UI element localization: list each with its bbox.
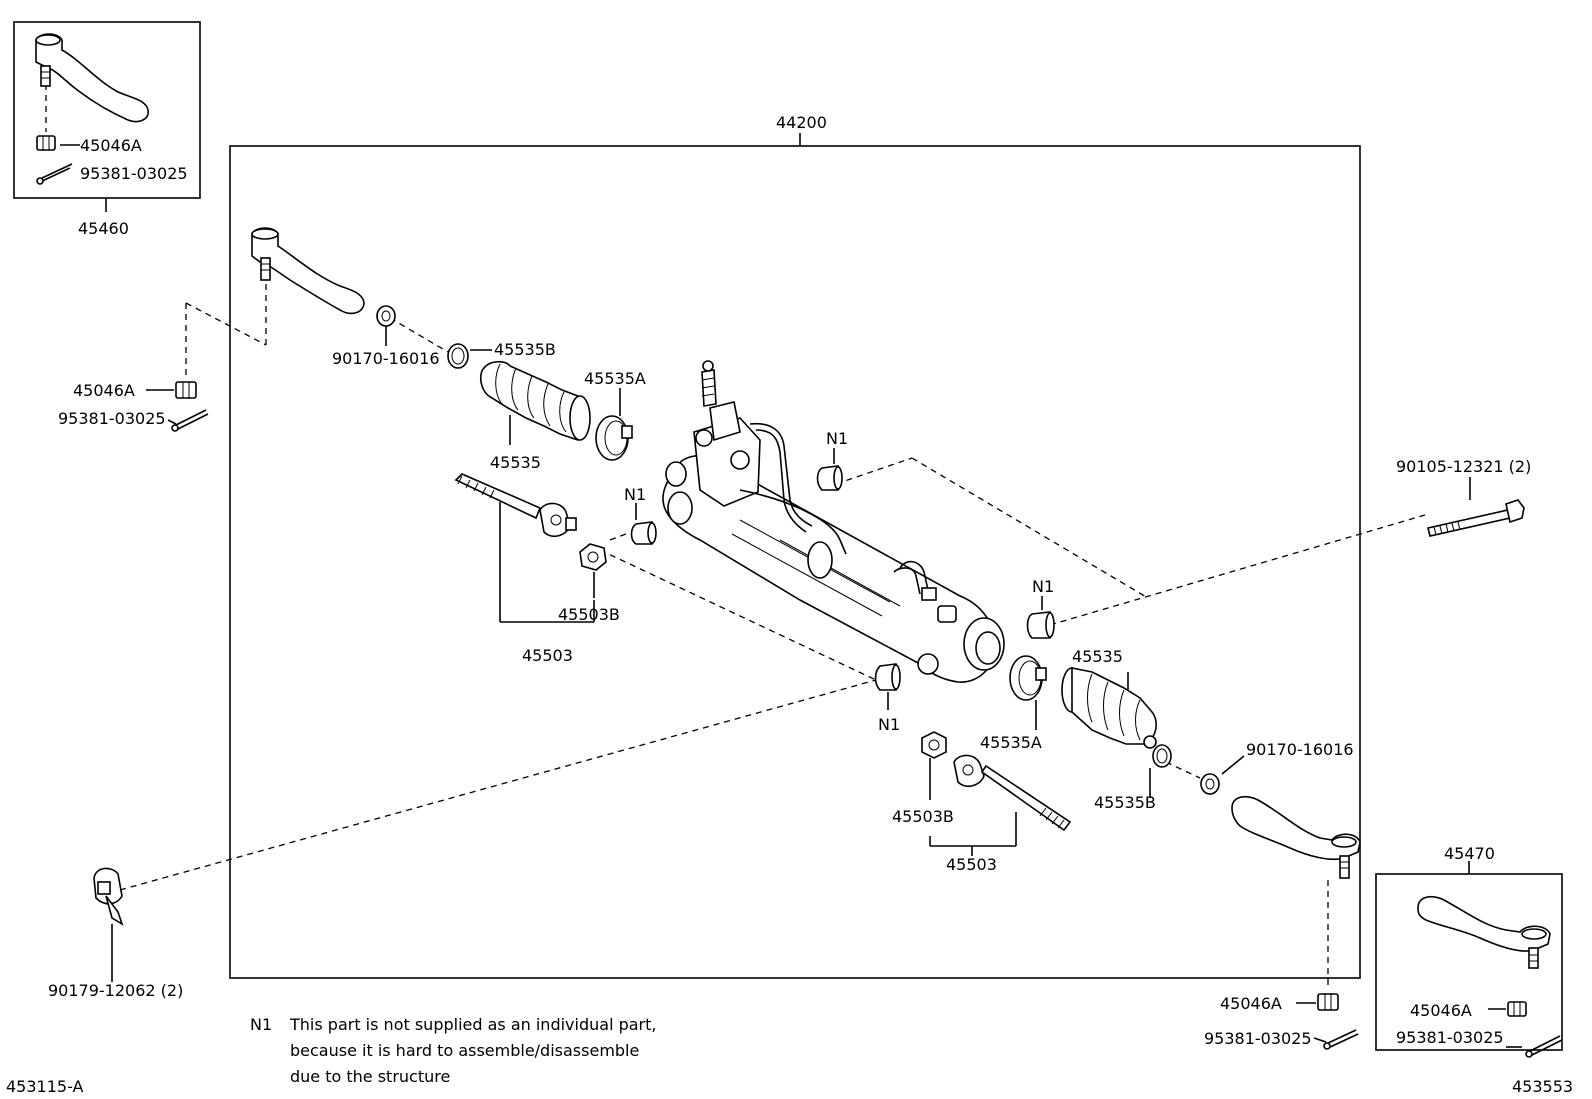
nut-icon (1507, 1001, 1527, 1017)
bushing-icon (874, 663, 901, 691)
label-claw-washer: 45503B (558, 605, 620, 624)
label-cotter-pin: 95381-03025 (58, 409, 166, 428)
nut-icon (36, 135, 56, 151)
label-bushing: N1 (624, 485, 646, 504)
claw-washer-icon (921, 731, 947, 759)
label-clamp-b: 45535B (1094, 793, 1156, 812)
label-nut-a: 45046A (80, 136, 142, 155)
label-lock-nut: 90170-16016 (332, 349, 440, 368)
label-boot: 45535 (490, 453, 541, 472)
clamp-icon (447, 343, 469, 369)
rack-end-icon (953, 754, 1072, 832)
label-nut-a: 45046A (1410, 1001, 1472, 1020)
label-bushing: N1 (1032, 577, 1054, 596)
label-bolt: 90105-12321 (2) (1396, 457, 1531, 476)
label-lock-nut: 90170-16016 (1246, 740, 1354, 759)
claw-washer-icon (579, 543, 607, 571)
label-clamp-a: 45535A (980, 733, 1042, 752)
tie-rod-end-rh-icon (1231, 795, 1361, 879)
boot-icon (479, 360, 591, 441)
tie-rod-end-lh-icon (251, 227, 365, 315)
note-line-1: This part is not supplied as an individu… (289, 1015, 657, 1034)
callout-labels: 44200 45460 45470 45046A 95381-03025 450… (48, 113, 1531, 1048)
clamp-icon (1009, 655, 1047, 701)
label-cotter-pin: 95381-03025 (80, 164, 188, 183)
bushing-icon (630, 521, 657, 545)
clamp-icon (595, 415, 633, 461)
nut-icon (175, 381, 197, 399)
rack-end-icon (454, 473, 577, 538)
bushing-icon (816, 465, 843, 491)
illustration-code-left: 453115-A (6, 1077, 84, 1096)
label-nut-bracket: 90179-12062 (2) (48, 981, 183, 1000)
bushing-icon (1026, 611, 1055, 639)
cotter-pin-icon (36, 163, 73, 185)
label-clamp-a: 45535A (584, 369, 646, 388)
phantom-lines (45, 62, 1426, 990)
label-assembly: 44200 (776, 113, 827, 132)
illustration-code-right: 453553 (1512, 1077, 1573, 1096)
nut-icon (1317, 993, 1339, 1011)
cotter-pin-icon (171, 409, 209, 432)
label-bushing: N1 (878, 715, 900, 734)
label-nut-a: 45046A (73, 381, 135, 400)
cotter-pin-icon (1525, 1035, 1563, 1058)
label-claw-washer: 45503B (892, 807, 954, 826)
label-nut-a: 45046A (1220, 994, 1282, 1013)
bracket-nut-icon (93, 867, 124, 926)
lock-nut-icon (376, 305, 396, 327)
label-cotter-pin: 95381-03025 (1204, 1029, 1312, 1048)
label-rack-end: 45503 (522, 646, 573, 665)
bolt-icon (1427, 499, 1525, 537)
label-cotter-pin: 95381-03025 (1396, 1028, 1504, 1047)
lock-nut-icon (1200, 773, 1220, 795)
clamp-icon (1152, 744, 1172, 768)
note-line-2: because it is hard to assemble/disassemb… (290, 1041, 639, 1060)
inset-frame-left (13, 21, 201, 199)
note-mark: N1 (250, 1015, 272, 1034)
label-clamp-b: 45535B (494, 340, 556, 359)
cotter-pin-icon (1323, 1029, 1359, 1050)
tie-rod-end-rh-icon (1417, 895, 1551, 969)
steering-gear-housing-icon (662, 360, 1005, 683)
assembly-frame (229, 145, 1361, 979)
tie-rod-end-lh-icon (35, 33, 149, 123)
label-tie-end-set-rh: 45470 (1444, 844, 1495, 863)
label-tie-end-set-lh: 45460 (78, 219, 129, 238)
label-rack-end: 45503 (946, 855, 997, 874)
boot-icon (1061, 667, 1157, 749)
note-line-3: due to the structure (290, 1067, 450, 1086)
label-boot: 45535 (1072, 647, 1123, 666)
footnote: N1 This part is not supplied as an indiv… (250, 1015, 657, 1086)
label-bushing: N1 (826, 429, 848, 448)
